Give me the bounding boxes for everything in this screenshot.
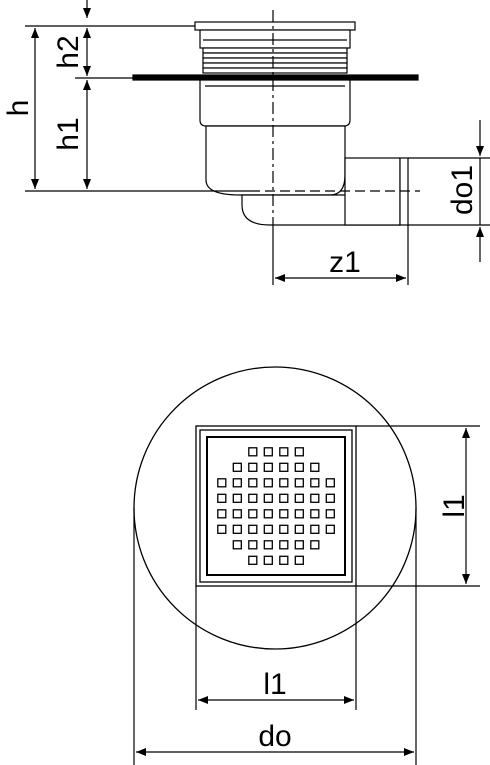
- label-h2: h2: [52, 35, 85, 68]
- side-view: [132, 10, 420, 226]
- grate-hole: [279, 462, 289, 472]
- grate-rim: [194, 21, 356, 31]
- grate-mid: [199, 429, 353, 583]
- grate-hole: [217, 509, 227, 519]
- grate-hole: [279, 493, 289, 503]
- grate-hole: [310, 524, 320, 534]
- grate-hole: [248, 462, 258, 472]
- grate-hole: [294, 524, 304, 534]
- grate-hole: [294, 462, 304, 472]
- grate-hole: [310, 493, 320, 503]
- grate-hole: [279, 524, 289, 534]
- grate-hole: [232, 478, 242, 488]
- grate-hole: [263, 540, 273, 550]
- grate-hole: [232, 540, 242, 550]
- grate-holes: [217, 447, 335, 565]
- grate-hole: [325, 478, 335, 488]
- grate-hole: [310, 478, 320, 488]
- grate-hole: [232, 509, 242, 519]
- label-h1: h1: [52, 117, 85, 150]
- grate-hole: [248, 493, 258, 503]
- grate-hole: [263, 478, 273, 488]
- label-do1: do1: [446, 165, 479, 215]
- grate-hole: [310, 540, 320, 550]
- grate-hole: [248, 540, 258, 550]
- label-l1-vertical: l1: [438, 494, 471, 517]
- grate-hole: [294, 478, 304, 488]
- grate-hole: [232, 462, 242, 472]
- grate-hole: [232, 524, 242, 534]
- grate-hole: [325, 509, 335, 519]
- grate-hole: [232, 493, 242, 503]
- grate-hole: [248, 524, 258, 534]
- grate-hole: [294, 540, 304, 550]
- grate-inner: [206, 436, 346, 576]
- grate-hole: [294, 447, 304, 457]
- grate-hole: [325, 493, 335, 503]
- label-do: do: [258, 720, 291, 753]
- grate-outer: [195, 425, 357, 587]
- grate-hole: [217, 493, 227, 503]
- grate-hole: [217, 478, 227, 488]
- thread-rings: [202, 47, 348, 74]
- body-lower: [205, 125, 346, 196]
- top-view-dimensions: [133, 425, 480, 765]
- side-view-dimensions: [25, 0, 490, 285]
- grate-hole: [279, 555, 289, 565]
- grate-hole: [310, 509, 320, 519]
- grate-hole: [263, 509, 273, 519]
- body-upper: [199, 79, 351, 127]
- grate-hole: [263, 555, 273, 565]
- grate-hole: [279, 447, 289, 457]
- grate-hole: [325, 524, 335, 534]
- grate-hole: [263, 447, 273, 457]
- label-l1-horizontal: l1: [263, 668, 286, 701]
- grate-hole: [263, 524, 273, 534]
- grate-collar: [199, 29, 351, 49]
- label-z1: z1: [329, 246, 361, 279]
- top-view: [133, 366, 417, 650]
- grate-hole: [217, 524, 227, 534]
- grate-hole: [263, 493, 273, 503]
- grate-hole: [294, 509, 304, 519]
- grate-hole: [310, 462, 320, 472]
- flange-plate: [132, 74, 419, 81]
- label-h: h: [2, 100, 35, 117]
- grate-hole: [294, 555, 304, 565]
- grate-hole: [294, 493, 304, 503]
- grate-hole: [279, 509, 289, 519]
- grate-hole: [279, 478, 289, 488]
- grate-hole: [263, 462, 273, 472]
- grate-hole: [248, 555, 258, 565]
- grate-hole: [248, 509, 258, 519]
- grate-hole: [279, 540, 289, 550]
- grate-hole: [248, 478, 258, 488]
- grate-hole: [248, 447, 258, 457]
